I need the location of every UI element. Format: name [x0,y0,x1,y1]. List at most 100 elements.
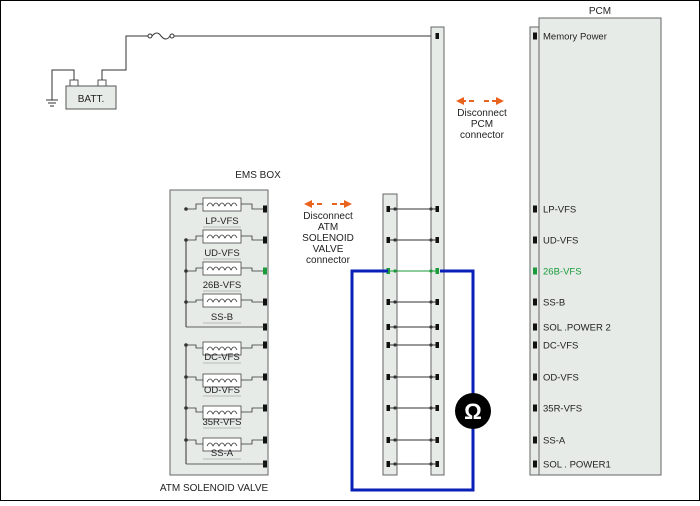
pcm-callout-line-3: connector [460,130,505,141]
pcm-disconnect-callout: Disconnect PCM connector [456,97,507,141]
atm-callout-line-5: connector [306,255,351,266]
pcm-pin-label: SS-A [543,436,566,447]
solenoid-label: SS-A [211,448,234,459]
solenoid-label: LP-VFS [205,216,238,227]
solenoid-coil-icon [202,229,242,244]
atm-harness-pin [386,237,390,243]
wire-node [393,300,397,304]
solenoid-coil-icon [202,293,242,308]
solenoid-lead [241,235,265,241]
pcm-harness-pin [435,299,439,305]
wire-node [429,462,433,466]
ems-terminal-pin [263,404,267,412]
pcm-harness-pin [435,437,439,443]
ems-box-title: EMS BOX [235,170,281,181]
atm-harness-pin [386,405,390,411]
pcm-pin-label: UD-VFS [543,236,578,247]
pcm-pin-label: SOL . POWER1 [543,460,611,471]
wire-node [393,375,397,379]
fuse-icon [147,32,175,40]
pcm-harness-pin [435,33,439,39]
ems-box-caption: ATM SOLENOID VALVE [160,483,269,494]
pcm-title: PCM [589,6,611,17]
pcm-pin-terminal [533,341,537,349]
wire-node [393,343,397,347]
wire-node [429,343,433,347]
pcm-pin-terminal [533,373,537,381]
solenoid-label: 35R-VFS [202,417,241,428]
pcm-pin-label: 26B-VFS [543,267,582,278]
solenoid-return [186,299,203,303]
rail-node [184,300,188,304]
atm-callout-line-3: SOLENOID [302,233,354,244]
wire-node [393,406,397,410]
wire-node [393,462,397,466]
coil-winding [206,346,238,351]
solenoid-lead [241,203,265,210]
coil-winding [206,266,238,271]
pcm-harness-pin [435,405,439,411]
pcm-harness-pin [435,374,439,380]
solenoid-return [186,376,203,381]
pcm-harness-pin [435,268,439,274]
ohmmeter-icon [455,393,491,429]
wire-node [429,207,433,211]
coil-winding [206,298,238,303]
rail-node [184,406,188,410]
pcm-pin-terminal [533,436,537,444]
ems-terminal-pin [263,236,267,244]
atm-callout-line-2: ATM [318,222,338,233]
ohmmeter-symbol: Ω [464,399,482,424]
solenoid-return [186,235,203,241]
pcm-body [538,17,662,476]
battery-symbol: BATT. [46,35,148,110]
pcm-pin-terminal [533,298,537,306]
wire-node [429,238,433,242]
wire-node [393,238,397,242]
solenoid-coil-icon [202,437,242,452]
pcm-callout-line-1: Disconnect [457,108,507,119]
battery-label: BATT. [78,94,104,105]
wire-node [429,325,433,329]
ems-terminal-pin [263,436,267,444]
solenoid-return [186,344,203,349]
solenoid-return [186,439,203,445]
rail-node [184,269,188,273]
wire-node [429,300,433,304]
solenoid-lead [241,299,265,303]
pcm-pin-terminal [533,460,537,468]
harness-wires [386,33,439,467]
wire-node [393,325,397,329]
atm-disconnect-callout: Disconnect ATM SOLENOID VALVE connector [302,200,354,266]
solenoid-coil-icon [202,197,242,212]
rail-node [184,207,188,211]
rail-node [184,375,188,379]
solenoid-coil-icon [202,405,242,420]
pcm-harness-pin [435,206,439,212]
solenoid-label: 26B-VFS [203,280,242,291]
atm-harness-pin [386,461,390,467]
atm-harness-pin [386,342,390,348]
atm-harness-pin [386,268,390,274]
solenoid-label: OD-VFS [204,385,240,396]
coil-winding [206,410,238,415]
solenoid-return [186,267,203,272]
coil-winding [206,442,238,447]
ems-internals: LP-VFSUD-VFS26B-VFSSS-BDC-VFSOD-VFS35R-V… [184,197,267,468]
pcm-harness-connector [430,26,445,476]
rail-node [184,343,188,347]
ems-terminal-pin [263,267,267,275]
ems-terminal-pin [263,205,267,213]
wire-node [393,438,397,442]
pcm-pin-terminal [533,205,537,213]
rail-node [184,438,188,442]
atm-harness-pin [386,324,390,330]
wire-node [429,438,433,442]
solenoid-lead [241,344,265,349]
solenoid-label: DC-VFS [204,352,239,363]
pcm-pin-label: LP-VFS [543,205,576,216]
coil-winding [206,378,238,383]
